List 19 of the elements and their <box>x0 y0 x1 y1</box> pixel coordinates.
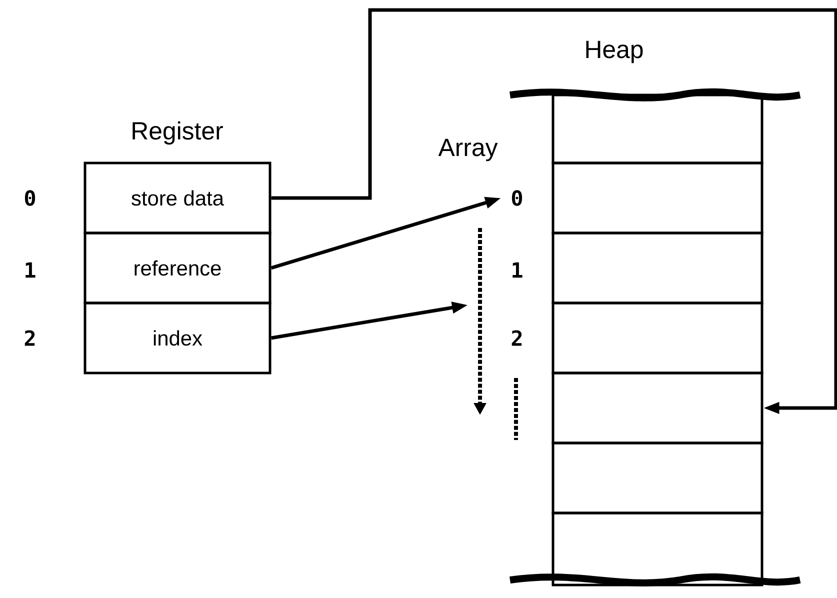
heap-cell <box>552 442 764 514</box>
index-number: 1 <box>26 262 36 278</box>
heap-cell <box>552 162 764 234</box>
index-number: 0 <box>24 190 36 206</box>
arrow <box>271 8 837 414</box>
register-cell: store data <box>84 162 272 234</box>
heap-cell <box>552 302 764 374</box>
heap-cell <box>552 372 764 444</box>
heap-cell <box>552 232 764 304</box>
index-number: 1 <box>512 262 522 278</box>
heap-cell <box>552 94 764 164</box>
heading: Heap <box>586 40 643 64</box>
index-number: 2 <box>512 330 522 346</box>
heading: Array <box>438 138 498 162</box>
register-cell: index <box>84 302 272 374</box>
heap-cell <box>552 512 764 586</box>
register-cell: reference <box>84 232 272 304</box>
array-index: 0 <box>512 190 522 206</box>
index-number: 2 <box>24 330 35 346</box>
